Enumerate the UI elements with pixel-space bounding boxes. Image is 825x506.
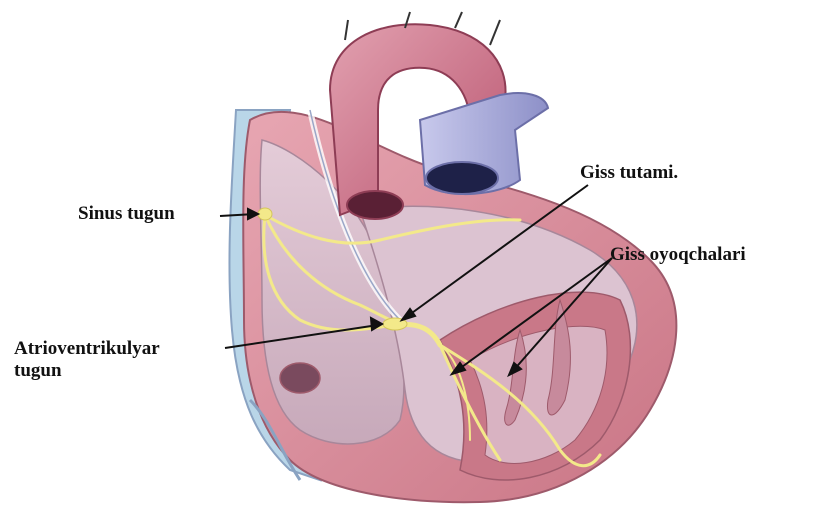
aortic-opening (347, 191, 403, 219)
aorta-branch (490, 20, 500, 45)
label-av-line1: Atrioventrikulyar (14, 338, 160, 360)
label-sinus-tugun: Sinus tugun (78, 203, 175, 225)
label-av-line2: tugun (14, 360, 160, 382)
aorta-branch (455, 12, 462, 28)
label-atrioventrikulyar-tugun: Atrioventrikulyar tugun (14, 338, 160, 382)
label-giss-oyoqchalari: Giss oyoqchalari (610, 244, 746, 266)
label-giss-tutami: Giss tutami. (580, 162, 678, 184)
pulmonary-opening (426, 162, 498, 194)
coronary-sinus-opening (280, 363, 320, 393)
aorta-branch (345, 20, 348, 40)
